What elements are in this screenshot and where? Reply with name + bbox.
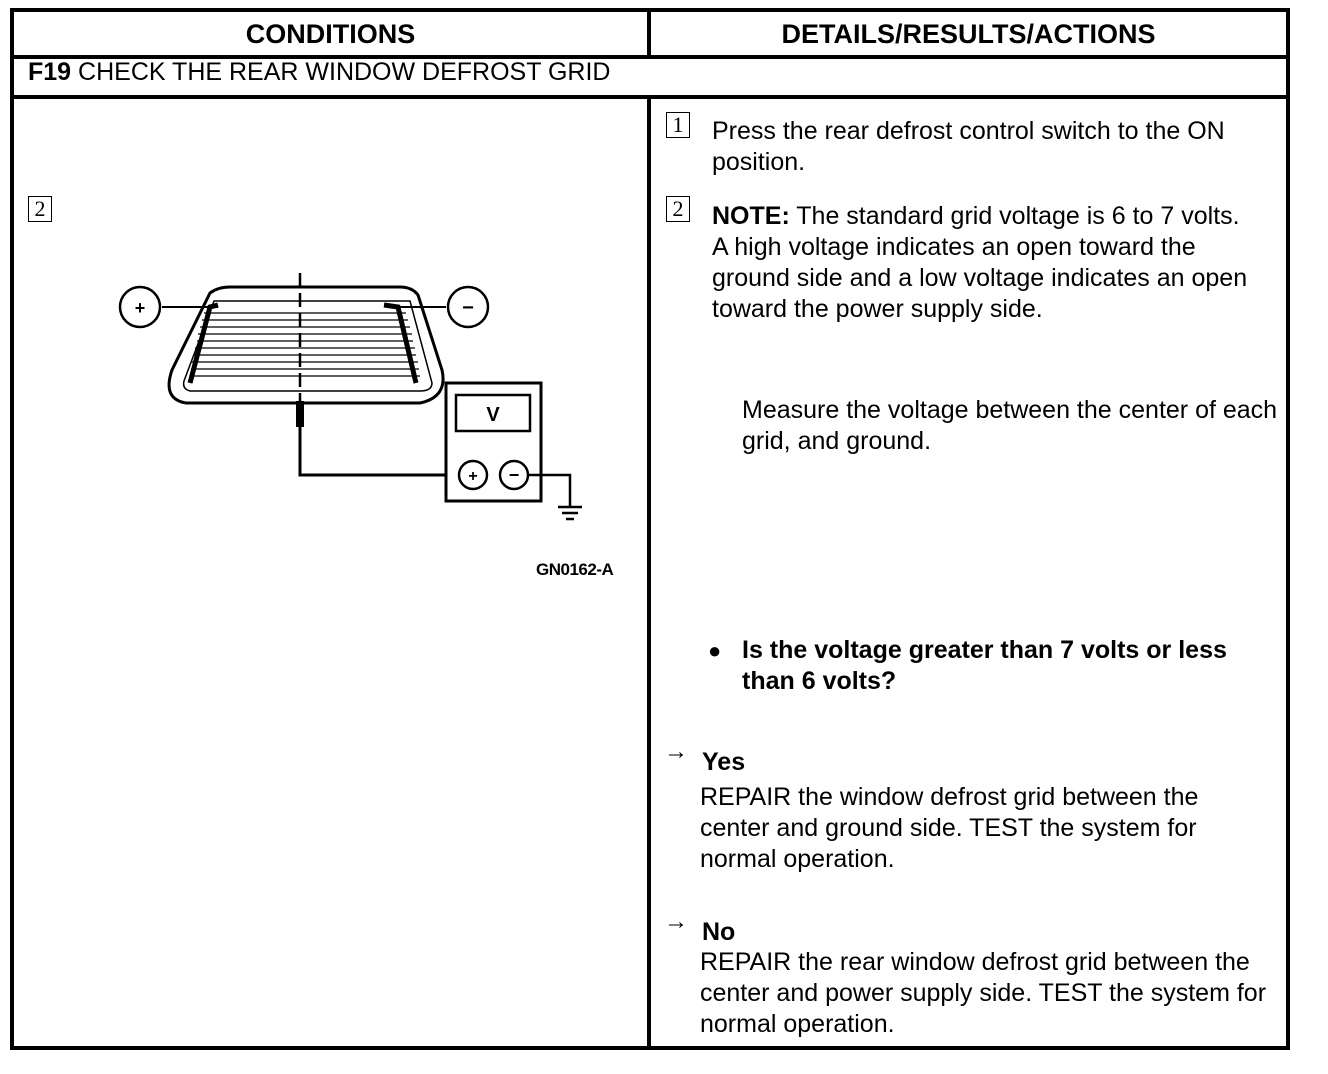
test-title-text: CHECK THE REAR WINDOW DEFROST GRID — [78, 58, 611, 86]
window-glass — [182, 300, 433, 392]
ground-icon — [558, 505, 582, 521]
negative-terminal-label: − — [462, 297, 474, 319]
ground-wire — [528, 473, 572, 507]
yes-action: REPAIR the window defrost grid between t… — [700, 783, 1199, 873]
voltmeter-positive-label: + — [468, 468, 477, 485]
left-bus-bar — [187, 302, 219, 384]
figure-caption: GN0162-A — [536, 560, 614, 579]
positive-terminal — [118, 285, 162, 329]
conditions-header: CONDITIONS — [245, 18, 416, 49]
window-outline — [167, 285, 445, 405]
step-1-marker: 1 — [666, 112, 690, 138]
step-1-text: Press the rear defrost control switch to… — [712, 117, 1225, 176]
yes-label: Yes — [702, 748, 746, 776]
voltmeter-label: V — [486, 404, 500, 426]
question-bullet: ● — [708, 638, 722, 663]
measure-instruction: Measure the voltage between the center o… — [742, 396, 1278, 455]
body-column-divider — [647, 95, 651, 1050]
voltmeter-positive-jack — [457, 459, 489, 491]
details-header: DETAILS/RESULTS/ACTIONS — [781, 18, 1156, 49]
step-2-marker: 2 — [666, 196, 690, 222]
negative-terminal — [446, 285, 490, 329]
yes-arrow-icon: → — [664, 738, 688, 765]
right-bus-bar — [383, 302, 419, 384]
voltmeter-display — [454, 393, 532, 433]
step-2-note: NOTE: The standard grid voltage is 6 to … — [712, 201, 1257, 325]
question-text: Is the voltage greater than 7 volts or l… — [742, 636, 1227, 695]
no-label: No — [702, 918, 736, 946]
defrost-grid-diagram: + − V + − — [118, 273, 582, 521]
positive-terminal-label: + — [135, 298, 146, 318]
test-code: F19 — [28, 58, 72, 86]
note-text: The standard grid voltage is 6 to 7 volt… — [712, 202, 1248, 323]
voltmeter-probe — [296, 401, 304, 427]
header-column-divider — [647, 8, 651, 58]
probe-wire — [298, 427, 473, 477]
no-arrow-icon: → — [664, 908, 688, 935]
conditions-step-marker: 2 — [28, 196, 52, 222]
grid-lines — [190, 312, 420, 377]
voltmeter-negative-label: − — [509, 465, 520, 485]
no-action: REPAIR the rear window defrost grid betw… — [700, 948, 1267, 1038]
test-title: F19 CHECK THE REAR WINDOW DEFROST GRID — [28, 58, 610, 87]
note-label: NOTE: — [712, 202, 790, 230]
